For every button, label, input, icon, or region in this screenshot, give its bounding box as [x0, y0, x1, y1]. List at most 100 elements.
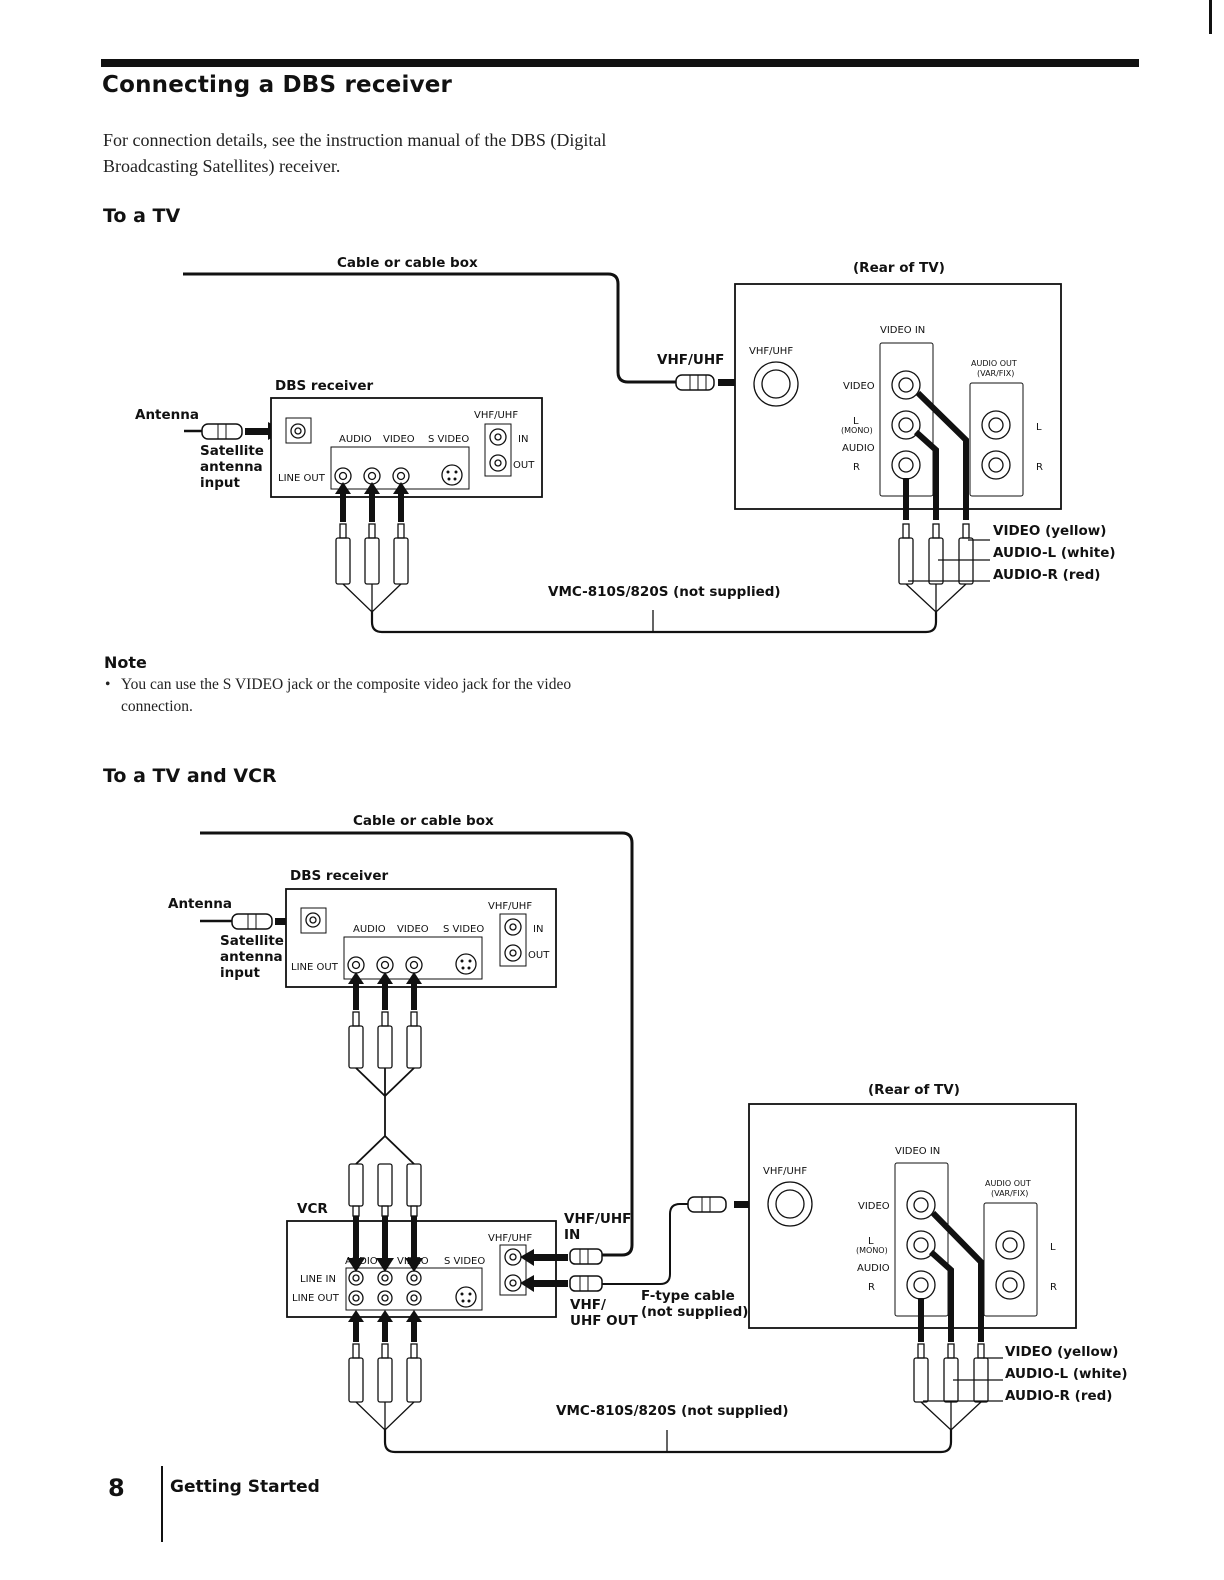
f-cable-label-2: (not supplied): [641, 1304, 748, 1320]
tv-vhf-uhf-jack-icon: [753, 361, 799, 407]
tv-audio-out-l-jack-icon: [981, 410, 1011, 440]
tv-video-jack-icon: [891, 370, 921, 400]
diagram-to-tv: Cable or cable box VHF/UHF (Rear of TV) …: [135, 255, 1116, 634]
dbs2-in-label: IN: [533, 924, 543, 935]
dbs-svideo-label: S VIDEO: [428, 434, 469, 445]
tv-audio-l-jack-icon: [891, 410, 921, 440]
page-title: Connecting a DBS receiver: [102, 72, 453, 98]
cable-source-label-2: Cable or cable box: [353, 813, 494, 829]
vcr-line-out-label: LINE OUT: [292, 1293, 340, 1304]
vcr-line-in-label: LINE IN: [300, 1274, 336, 1285]
note-heading: Note: [104, 653, 147, 672]
dbs2-svideo-label: S VIDEO: [443, 924, 484, 935]
tv-audio-out-group: [969, 382, 1024, 497]
tv-out-r-label: R: [1036, 462, 1043, 473]
tv-l-label: L: [853, 416, 859, 427]
tv-video-label: VIDEO: [843, 381, 875, 392]
vcr-svideo-jack-icon: [455, 1286, 477, 1308]
vcr-vhf-uhf-label: VHF/UHF: [488, 1233, 532, 1244]
tv2-l-label: L: [868, 1236, 874, 1247]
footer-section-title: Getting Started: [170, 1477, 320, 1497]
page-number: 8: [108, 1474, 125, 1502]
satellite-input-jack-box-2: [300, 907, 327, 934]
dbs2-video-label: VIDEO: [397, 924, 429, 935]
antenna-label: Antenna: [135, 407, 199, 423]
dbs2-svideo-jack-icon: [455, 953, 477, 975]
tv-out-l-label: L: [1036, 422, 1042, 433]
legend-video: VIDEO (yellow): [993, 523, 1106, 539]
satellite-input-jack-icon: [290, 423, 306, 439]
dbs-vhf-uhf-label: VHF/UHF: [474, 410, 518, 421]
dbs-svideo-jack-icon: [441, 464, 463, 486]
tv-audio-out-r-jack-icon: [981, 450, 1011, 480]
dbs-video-label: VIDEO: [383, 434, 415, 445]
f-connector-icon: [675, 374, 715, 391]
dbs-receiver-label: DBS receiver: [275, 378, 373, 394]
cable-line-2: [200, 831, 634, 1257]
dbs2-audio-label: AUDIO: [353, 924, 386, 935]
arrows-up-icon-2: [348, 972, 422, 1010]
satellite-input-jack-icon-2: [305, 912, 321, 928]
dbs-audio-label: AUDIO: [339, 434, 372, 445]
vcr-vhf-in-label-1: VHF/UHF: [564, 1211, 631, 1227]
tv-var-fix-label: (VAR/FIX): [977, 369, 1014, 378]
cable-model-label-2: VMC-810S/820S (not supplied): [556, 1403, 789, 1419]
satellite-input-label-2-3: input: [220, 965, 261, 981]
satellite-input-label-2-2: antenna: [220, 949, 283, 965]
dbs-receiver-label-2: DBS receiver: [290, 868, 388, 884]
tv2-video-label: VIDEO: [858, 1201, 890, 1212]
satellite-input-label-2-1: Satellite: [220, 933, 284, 949]
dbs2-line-out-label: LINE OUT: [291, 962, 339, 973]
vcr-vhf-uhf-group: [499, 1244, 527, 1296]
f-type-cable: [602, 1203, 688, 1285]
cable-source-label: Cable or cable box: [337, 255, 478, 271]
satellite-input-jack-box: [285, 417, 312, 444]
tv2-vhf-uhf-label: VHF/UHF: [763, 1166, 807, 1177]
arrows-down-icon: [347, 1216, 423, 1272]
vcr-svideo-label: S VIDEO: [444, 1256, 485, 1267]
legend2-audio-l: AUDIO-L (white): [1005, 1366, 1128, 1382]
satellite-input-label-1: Satellite: [200, 443, 264, 459]
tv2-out-l-label: L: [1050, 1242, 1056, 1253]
arrow-left-icon: [520, 1275, 568, 1292]
vcr-line-out-jacks-icon: [348, 1290, 422, 1306]
header-rule: [101, 59, 1139, 67]
vcr-vhf-out-label-2: UHF OUT: [570, 1313, 639, 1329]
tv2-audio-out-group: [983, 1202, 1038, 1317]
dbs2-vhf-in-jack-icon: [504, 918, 522, 936]
footer-divider: [161, 1466, 163, 1542]
arrow-left-icon: [520, 1249, 568, 1266]
arrow-video-icon: [915, 390, 969, 520]
tv2-var-fix-label: (VAR/FIX): [991, 1189, 1028, 1198]
note-body: • You can use the S VIDEO jack or the co…: [105, 674, 605, 718]
legend2-video: VIDEO (yellow): [1005, 1344, 1118, 1360]
arrows-up-icon-vcr: [348, 1310, 422, 1342]
dbs-vhf-out-jack-icon: [489, 454, 507, 472]
antenna-connector-icon: [201, 423, 243, 440]
rca-plugs-bottom-right-icon: [913, 1343, 1003, 1431]
tv2-audio-label: AUDIO: [857, 1263, 890, 1274]
rca-plugs-left-icon: [335, 523, 409, 613]
tv2-audio-out-label: AUDIO OUT: [985, 1179, 1031, 1188]
rca-plugs-bottom-left-icon: [348, 1343, 422, 1431]
vcr-panel: [286, 1220, 557, 1318]
vcr-vhf-in-label-2: IN: [564, 1227, 580, 1243]
dbs2-vhf-uhf-group: [499, 913, 527, 967]
antenna-label-2: Antenna: [168, 896, 232, 912]
tv2-out-r-label: R: [1050, 1282, 1057, 1293]
vcr-vhf-out-label-1: VHF/: [570, 1297, 606, 1313]
tv2-mono-label: (MONO): [856, 1246, 888, 1255]
tv-video-in-label: VIDEO IN: [880, 325, 925, 336]
tv-audio-label: AUDIO: [842, 443, 875, 454]
tv2-video-in-label: VIDEO IN: [895, 1146, 940, 1157]
tv-mono-label: (MONO): [841, 426, 873, 435]
tv2-arrow-audio-l-icon: [928, 1249, 954, 1342]
vcr-in-connector-icon: [569, 1248, 603, 1265]
dbs-vhf-in-jack-icon: [489, 428, 507, 446]
dbs2-vhf-out-jack-icon: [504, 944, 522, 962]
tv2-audio-l-jack-icon: [906, 1230, 936, 1260]
cable-line: [183, 272, 676, 384]
legend-audio-r: AUDIO-R (red): [993, 567, 1100, 583]
tv2-audio-out-l-jack-icon: [995, 1230, 1025, 1260]
rear-of-tv-label-2: (Rear of TV): [868, 1082, 960, 1098]
